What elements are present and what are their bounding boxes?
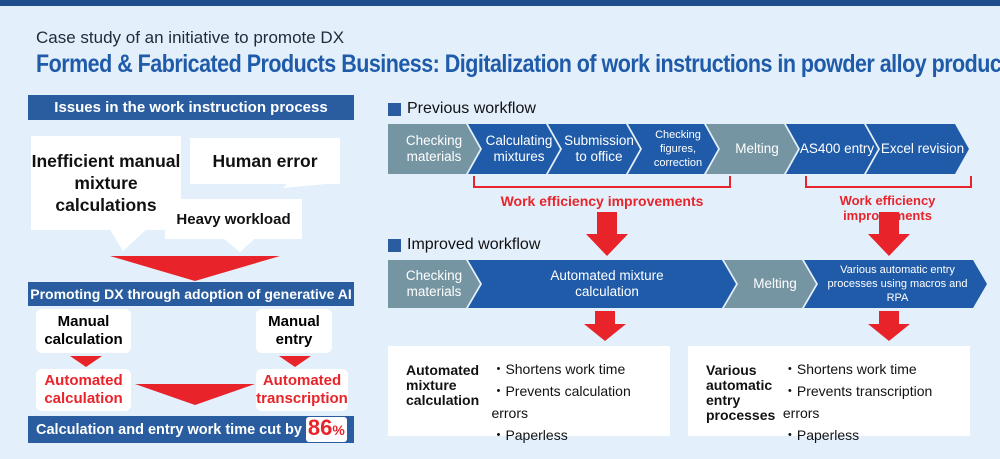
prev-stage-submission: Submission to office — [548, 124, 640, 174]
result-badge: 86% — [305, 415, 347, 442]
square-bullet-icon — [388, 238, 401, 252]
automated-transcription-label: Automated transcription — [256, 369, 348, 411]
result-2-item: ・Paperless — [782, 427, 860, 443]
improved-workflow: Checking materials Automated mixture cal… — [388, 260, 985, 308]
previous-workflow-heading: Previous workflow — [388, 100, 536, 118]
result-1-item: ・Shortens work time — [491, 361, 626, 377]
result-2-item: ・Shortens work time — [782, 361, 917, 377]
bubble-human-error: Human error — [190, 138, 340, 184]
result-bar: Calculation and entry work time cut by 8… — [28, 416, 354, 443]
issues-title: Issues in the work instruction process — [28, 95, 354, 120]
previous-workflow: Checking materials Calculating mixtures … — [388, 124, 985, 174]
bubble-inefficient: Inefficient manual mixture calculations — [31, 136, 181, 230]
result-1-item: ・Prevents calculation errors — [491, 383, 631, 421]
down-arrow-merge — [135, 384, 255, 405]
result-2-title: Various automatic entry processes — [706, 362, 776, 423]
dx-bar: Promoting DX through adoption of generat… — [28, 282, 354, 306]
result-unit: % — [332, 422, 345, 438]
down-arrow-improvement-1 — [586, 212, 628, 256]
down-arrow-small-left — [70, 356, 102, 367]
down-arrow-small-right — [279, 356, 311, 367]
down-arrow-large — [110, 256, 280, 281]
prev-stage-excel: Excel revision — [866, 124, 969, 174]
prev-stage-melting: Melting — [706, 124, 798, 174]
new-stage-automated-calc: Automated mixture calculation — [468, 260, 736, 308]
down-arrow-result-1 — [584, 311, 626, 341]
down-arrow-result-2 — [868, 311, 910, 341]
result-box-automated-calc: Automated mixture calculation ・Shortens … — [388, 346, 670, 443]
square-bullet-icon — [388, 102, 401, 116]
result-box-auto-entry: Various automatic entry processes ・Short… — [688, 346, 970, 443]
prev-stage-checking-materials: Checking materials — [388, 124, 480, 174]
prev-stage-checking-figures: Checking figures, correction — [628, 124, 718, 174]
result-value: 86 — [307, 415, 333, 440]
new-stage-auto-entry: Various automatic entry processes using … — [804, 260, 987, 308]
result-1-list: ・Shortens work time ・Prevents calculatio… — [491, 346, 670, 443]
main-title: Formed & Fabricated Products Business: D… — [36, 50, 1000, 78]
new-stage-checking-materials: Checking materials — [388, 260, 480, 308]
manual-calculation-label: Manual calculation — [36, 309, 131, 353]
result-1-title: Automated mixture calculation — [406, 362, 480, 408]
down-arrow-improvement-2 — [868, 212, 910, 256]
bubble-heavy-workload: Heavy workload — [165, 199, 302, 239]
automated-calculation-label: Automated calculation — [36, 369, 131, 411]
supertitle: Case study of an initiative to promote D… — [36, 28, 345, 47]
improvement-bracket-2 — [805, 176, 972, 188]
prev-stage-calculating-mixtures: Calculating mixtures — [468, 124, 560, 174]
manual-entry-label: Manual entry — [256, 309, 332, 353]
result-2-item: ・Prevents transcription errors — [782, 383, 933, 421]
result-1-item: ・Paperless — [491, 427, 568, 443]
improved-workflow-label: Improved workflow — [407, 236, 541, 253]
prev-stage-as400: AS400 entry — [786, 124, 878, 174]
improvement-label-1: Work efficiency improvements — [500, 193, 704, 209]
result-text: Calculation and entry work time cut by — [36, 421, 302, 438]
improved-workflow-heading: Improved workflow — [388, 236, 540, 254]
previous-workflow-label: Previous workflow — [407, 100, 536, 117]
result-2-list: ・Shortens work time ・Prevents transcript… — [782, 346, 970, 443]
new-stage-melting: Melting — [724, 260, 816, 308]
improvement-bracket-1 — [473, 176, 731, 188]
